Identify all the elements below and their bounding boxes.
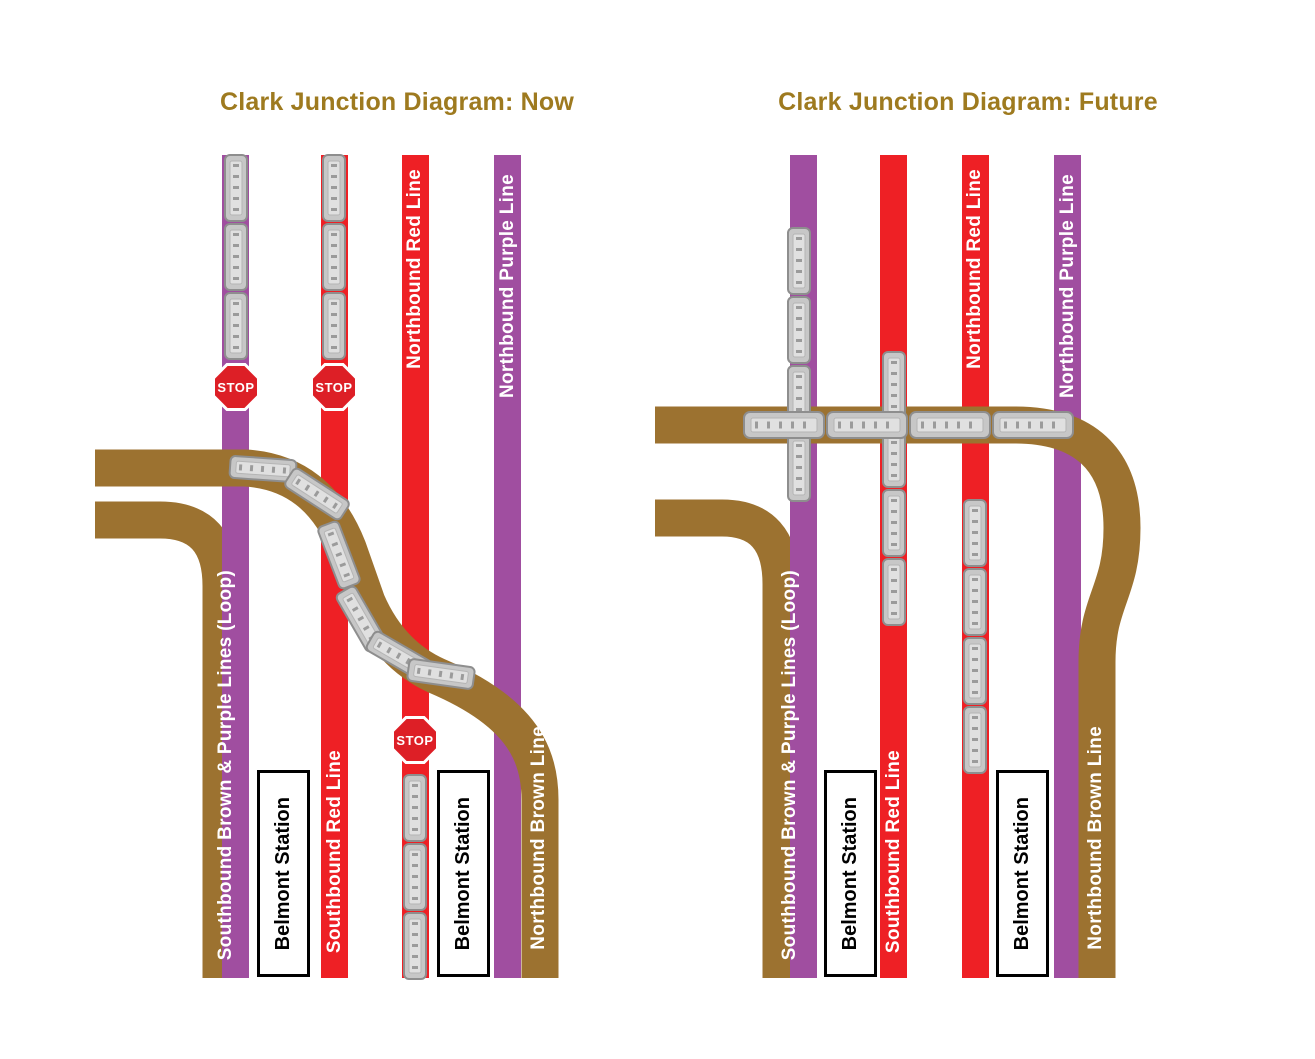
stop-octagon [313,366,355,408]
future-label-nb-brown: Northbound Brown Line [1085,725,1106,950]
future-nb-purple-track [1054,155,1081,978]
now-belmont-station-right: Belmont Station [437,770,490,977]
future-label-nb-red: Northbound Red Line [964,169,985,369]
now-sb-red-train [323,155,345,359]
future-label-sb-brown-purple: Southbound Brown & Purple Lines (Loop) [779,570,800,961]
now-sb-brown-join-track [95,501,240,978]
now-stop-sign-sb-purple: STOP [212,363,260,411]
now-label-nb-red: Northbound Red Line [404,169,425,369]
now-nb-purple-track [494,155,521,978]
now-stop-sign-nb-red: STOP [391,716,439,764]
stop-sign-label: STOP [315,379,353,395]
now-label-nb-purple: Northbound Purple Line [497,174,518,399]
now-belmont-station-left: Belmont Station [257,770,310,977]
now-nb-red-train [404,775,426,979]
future-label-nb-purple: Northbound Purple Line [1057,174,1078,399]
future-sb-brown-join-track [655,499,800,978]
now-label-sb-red: Southbound Red Line [324,750,345,954]
stop-octagon [394,719,436,761]
now-label-sb-brown-purple: Southbound Brown & Purple Lines (Loop) [215,570,236,961]
now-brown-crossing-train [229,456,475,690]
stop-octagon [215,366,257,408]
stop-sign-label: STOP [217,379,255,395]
stop-sign-label: STOP [396,732,434,748]
now-title: Clark Junction Diagram: Now [219,88,575,116]
now-sb-purple-train [225,155,247,359]
now-stop-sign-sb-red: STOP [310,363,358,411]
now-label-nb-brown: Northbound Brown Line [528,725,549,950]
future-title: Clark Junction Diagram: Future [778,88,1158,116]
future-belmont-station-right: Belmont Station [996,770,1049,977]
future-label-sb-red: Southbound Red Line [883,750,904,954]
future-belmont-station-left: Belmont Station [824,770,877,977]
